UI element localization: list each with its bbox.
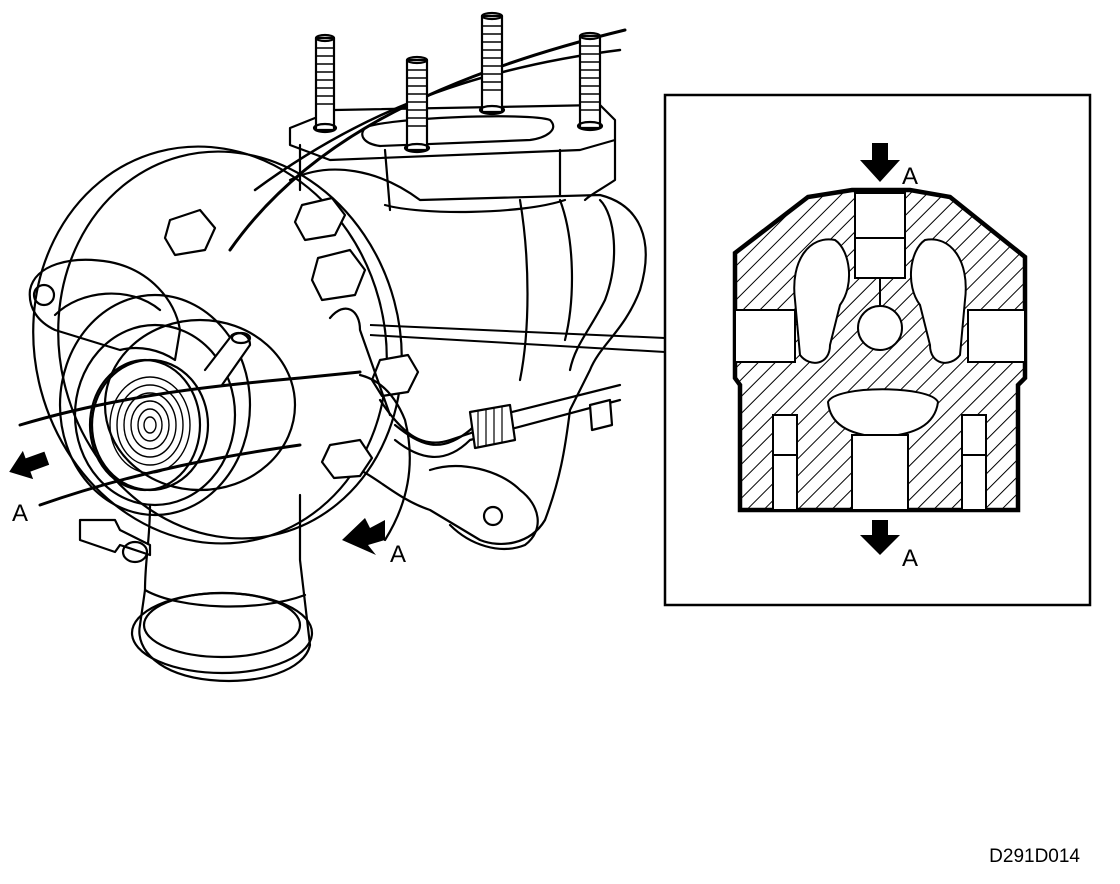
oil-line [393, 383, 622, 446]
rotation-arc [358, 373, 411, 542]
center-orifice [857, 305, 903, 351]
turbocharger-assembly [18, 11, 647, 682]
direction-arrows-section [860, 143, 900, 555]
inlet-neck [298, 138, 617, 212]
boundary-curve-upper [228, 28, 627, 252]
housing-rib-3 [518, 198, 529, 382]
actuator-nipple [203, 331, 252, 387]
oil-line-fitting [468, 403, 517, 450]
oil-line-2 [393, 398, 622, 458]
bore-lower-left [772, 414, 798, 511]
inlet-flange-port [361, 115, 555, 148]
arrow-down-bottom-icon [860, 520, 900, 555]
compressor-disc-inner [57, 150, 403, 540]
section-view [732, 187, 1028, 513]
marker-a-section-bottom: A [902, 545, 918, 572]
port-left [734, 309, 796, 363]
bottom-cup [826, 388, 940, 439]
actuator-spring [109, 376, 191, 474]
marker-a-lower: A [390, 541, 406, 568]
side-nipple [78, 518, 152, 557]
marker-a-section-top: A [902, 163, 918, 190]
scroll-mid [73, 323, 237, 507]
actuator-body [103, 318, 297, 492]
port-right [967, 309, 1026, 363]
housing-bolts [163, 196, 420, 480]
outlet-opening-inner [142, 591, 302, 659]
marker-a-left: A [12, 500, 28, 527]
scroll-outer [58, 293, 252, 517]
leader-line [369, 324, 666, 353]
inlet-flange [288, 103, 617, 162]
stud [576, 31, 604, 132]
arrow-down-top-icon [860, 143, 900, 182]
boundary-curve-lower-2 [38, 443, 302, 507]
flange-hole [32, 283, 56, 307]
direction-arrows-main [9, 450, 385, 555]
flange-rim [53, 292, 162, 317]
bottom-bore [851, 434, 909, 511]
cavity-right [909, 238, 967, 364]
top-bore [854, 192, 906, 279]
housing-lower-flange [428, 464, 539, 550]
arrow-left-icon [9, 450, 50, 480]
outlet-elbow [138, 493, 312, 682]
stud [403, 55, 431, 154]
stud [478, 11, 506, 116]
flange-bolt-hole [482, 505, 504, 527]
wastegate-arm [328, 307, 392, 417]
center-housing [288, 168, 647, 546]
arrow-lower-icon [342, 518, 385, 555]
flange-studs [312, 11, 604, 154]
actuator-face [88, 358, 202, 492]
housing-rib-2 [558, 198, 574, 342]
outlet-clamp [143, 588, 307, 608]
inlet-neck-front [383, 198, 567, 214]
cavity-left [793, 238, 851, 364]
stud [312, 33, 338, 134]
oil-line-clip [588, 398, 614, 432]
actuator-rod [378, 398, 482, 444]
drawing-code: D291D014 [989, 846, 1080, 867]
bore-lower-right [961, 414, 987, 511]
